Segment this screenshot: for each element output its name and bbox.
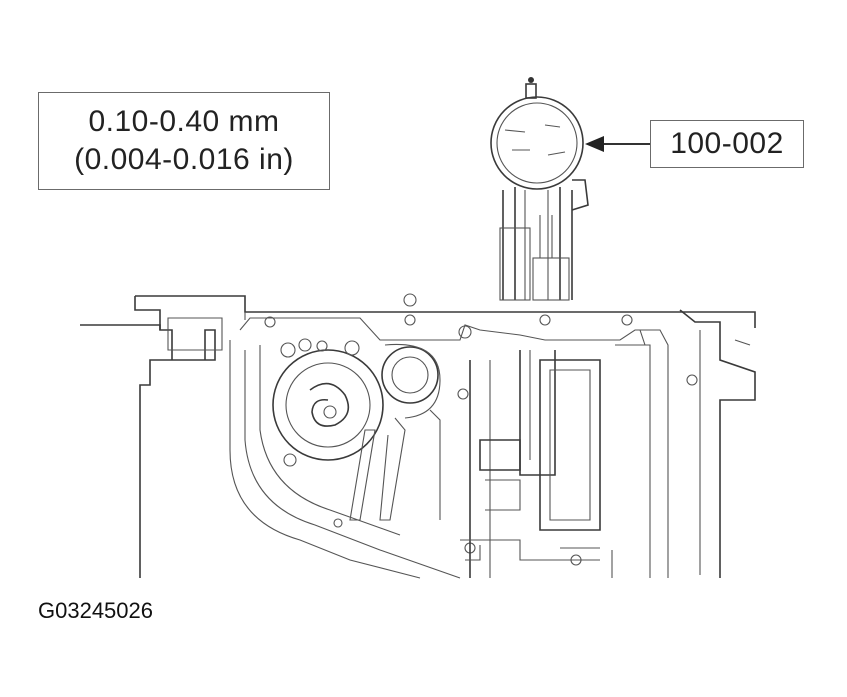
dial-indicator	[490, 77, 589, 301]
tool-number-label: 100-002	[670, 127, 784, 160]
figure-id: G03245026	[38, 598, 153, 623]
clearance-spec-metric: 0.10-0.40 mm	[88, 105, 280, 138]
tool-number-box: 100-002	[650, 120, 804, 168]
clearance-spec-box: 0.10-0.40 mm (0.004-0.016 in)	[38, 92, 330, 190]
pointer-arrow	[585, 136, 650, 152]
transmission-case	[80, 293, 756, 579]
clearance-spec-imperial: (0.004-0.016 in)	[74, 143, 294, 176]
